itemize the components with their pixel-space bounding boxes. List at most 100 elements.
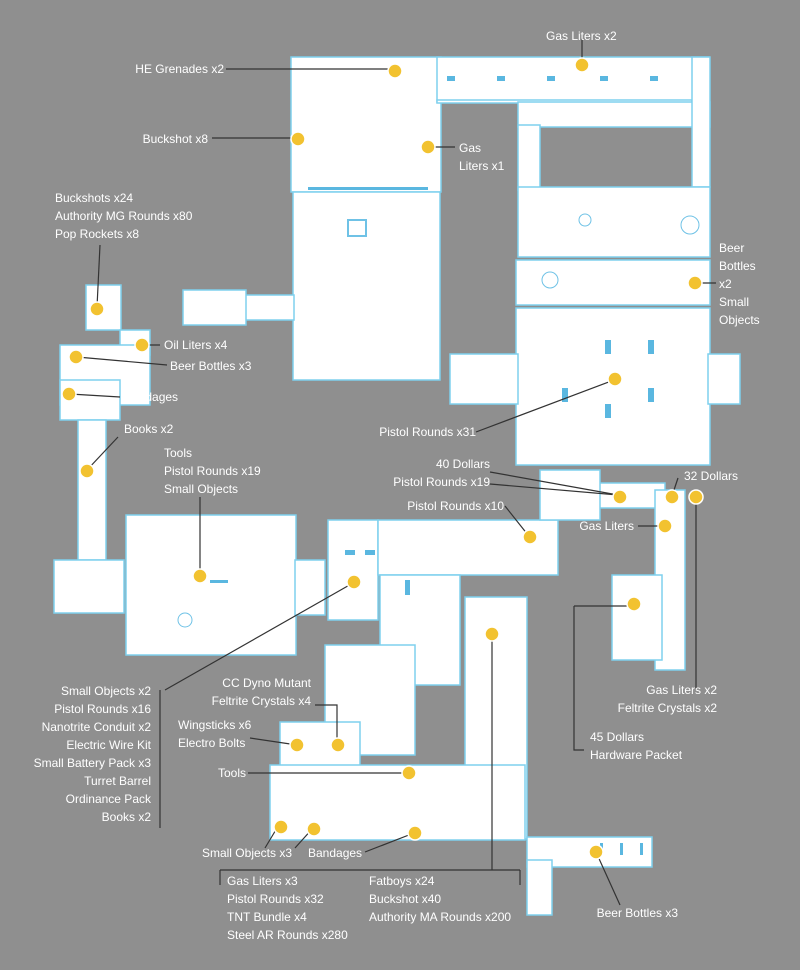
room-left-bottom — [53, 559, 125, 614]
item-location-marker-icon[interactable] — [330, 737, 346, 753]
label-line: Gas Liters x2 — [646, 683, 717, 697]
label-line: Gas Liters — [579, 519, 634, 533]
item-location-marker-icon[interactable] — [290, 131, 306, 147]
label-line: 32 Dollars — [684, 469, 738, 483]
item-location-marker-icon[interactable] — [612, 489, 628, 505]
label-line: Tools — [164, 446, 192, 460]
item-location-marker-icon[interactable] — [89, 301, 105, 317]
room-center-left — [125, 514, 297, 656]
label-line: Pistol Rounds x31 — [379, 425, 476, 439]
room-right-middle — [515, 259, 711, 306]
item-markers — [61, 57, 704, 860]
label-line: Pistol Rounds x19 — [164, 464, 261, 478]
label-line: Bandages — [124, 390, 178, 404]
corridor-center-east — [377, 519, 559, 576]
label-line: Wingsticks x6 — [178, 718, 252, 732]
item-location-marker-icon[interactable] — [289, 737, 305, 753]
item-location-marker-icon[interactable] — [687, 275, 703, 291]
item-location-marker-icon[interactable] — [522, 529, 538, 545]
corridor-right-stub — [691, 56, 711, 188]
item-location-marker-icon[interactable] — [306, 821, 322, 837]
label-oil-liters: Oil Liters x4 — [164, 338, 228, 352]
room-right-small — [611, 574, 663, 661]
room-right-left-wing — [449, 353, 519, 405]
label-line: Gas — [459, 141, 481, 155]
item-location-marker-icon[interactable] — [401, 765, 417, 781]
label-he-grenades: HE Grenades x2 — [135, 62, 224, 76]
item-location-marker-icon[interactable] — [387, 63, 403, 79]
label-pistol-rounds-x31: Pistol Rounds x31 — [379, 425, 476, 439]
label-line: Beer — [719, 241, 744, 255]
label-bandages-left: Bandages — [124, 390, 178, 404]
label-line: Gas Liters x3 — [227, 874, 298, 888]
label-gas-liters-x2-top: Gas Liters x2 — [546, 29, 617, 43]
item-location-marker-icon[interactable] — [484, 626, 500, 642]
label-pistol-rounds-x10: Pistol Rounds x10 — [407, 499, 504, 513]
label-line: Electro Bolts — [178, 736, 245, 750]
label-line: Tools — [218, 766, 246, 780]
label-line: Authority MG Rounds x80 — [55, 209, 193, 223]
label-line: Small Battery Pack x3 — [34, 756, 152, 770]
item-location-marker-icon[interactable] — [346, 574, 362, 590]
item-location-marker-icon[interactable] — [273, 819, 289, 835]
room-south-east-drop — [526, 859, 553, 916]
floor-plan — [53, 56, 741, 916]
label-line: Beer Bottles x3 — [170, 359, 252, 373]
item-location-marker-icon[interactable] — [657, 518, 673, 534]
label-line: Buckshot x40 — [369, 892, 441, 906]
label-line: Nanotrite Conduit x2 — [42, 720, 152, 734]
label-beer-bottles-x3-bottom: Beer Bottles x3 — [597, 906, 679, 920]
label-line: Hardware Packet — [590, 748, 683, 762]
label-line: Small — [719, 295, 749, 309]
label-line: Authority MA Rounds x200 — [369, 910, 511, 924]
item-location-marker-icon[interactable] — [61, 386, 77, 402]
item-location-marker-icon[interactable] — [574, 57, 590, 73]
item-location-marker-icon[interactable] — [407, 825, 423, 841]
item-location-marker-icon[interactable] — [607, 371, 623, 387]
label-line: Beer Bottles x3 — [597, 906, 679, 920]
label-gas-liters-x2-feltrite: Gas Liters x2 Feltrite Crystals x2 — [618, 683, 718, 715]
item-location-marker-icon[interactable] — [688, 489, 704, 505]
corridor-left-vertical — [77, 419, 107, 561]
label-line: Buckshot x8 — [143, 132, 209, 146]
label-dollars-32: 32 Dollars — [684, 469, 738, 483]
label-line: Feltrite Crystals x4 — [212, 694, 312, 708]
item-location-marker-icon[interactable] — [588, 844, 604, 860]
label-books-x2: Books x2 — [124, 422, 174, 436]
room-right-large — [515, 307, 711, 466]
label-line: Pistol Rounds x19 — [393, 475, 490, 489]
label-line: Electric Wire Kit — [66, 738, 151, 752]
item-location-marker-icon[interactable] — [626, 596, 642, 612]
item-location-marker-icon[interactable] — [664, 489, 680, 505]
item-location-marker-icon[interactable] — [420, 139, 436, 155]
label-line: Objects — [719, 313, 760, 327]
corridor-right-down — [517, 124, 541, 191]
label-line: Pistol Rounds x32 — [227, 892, 324, 906]
room-center-hub — [327, 519, 379, 621]
label-line: CC Dyno Mutant — [222, 676, 311, 690]
label-wingsticks: Wingsticks x6 Electro Bolts — [178, 718, 252, 750]
label-buckshot-x8: Buckshot x8 — [143, 132, 209, 146]
label-line: HE Grenades x2 — [135, 62, 224, 76]
label-line: Steel AR Rounds x280 — [227, 928, 348, 942]
item-location-marker-icon[interactable] — [192, 568, 208, 584]
label-line: Feltrite Crystals x2 — [618, 701, 718, 715]
item-location-marker-icon[interactable] — [68, 349, 84, 365]
label-line: Gas Liters x2 — [546, 29, 617, 43]
room-center-left-wing — [294, 559, 326, 616]
label-line: Small Objects x3 — [202, 846, 292, 860]
item-location-marker-icon[interactable] — [134, 337, 150, 353]
label-line: Pop Rockets x8 — [55, 227, 139, 241]
label-line: Pistol Rounds x10 — [407, 499, 504, 513]
room-top-hall — [290, 56, 442, 193]
label-bandages-lower: Bandages — [308, 846, 362, 860]
item-location-marker-icon[interactable] — [79, 463, 95, 479]
label-line: Turret Barrel — [84, 774, 151, 788]
